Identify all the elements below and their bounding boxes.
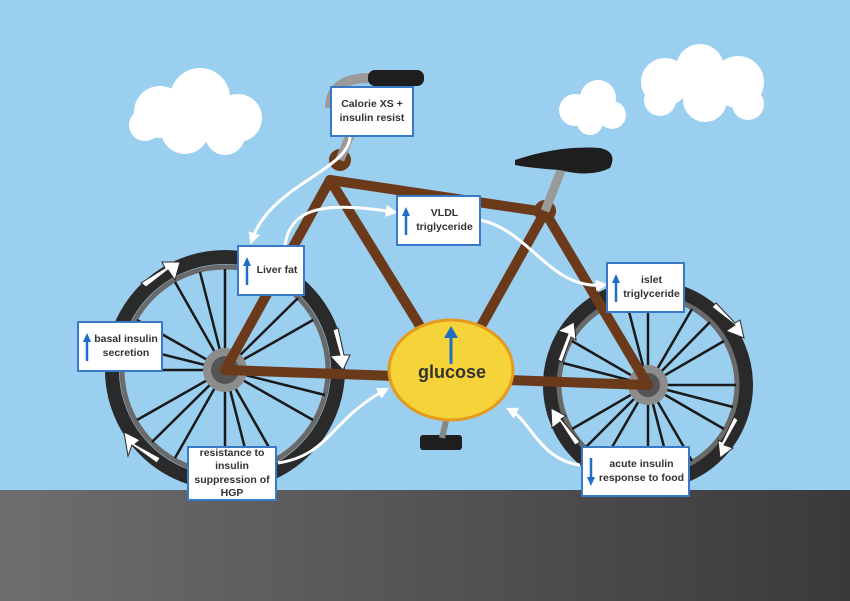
up-arrow-icon [83,332,91,361]
pedal [420,435,462,450]
islet-label: islet triglyceride [623,274,680,300]
cloud-icon [641,44,764,122]
acute-insulin-label: acute insulin response to food [598,458,685,484]
cloud-icon [559,80,626,135]
basal-insulin-box: basal insulin secretion [77,321,163,372]
down-arrow-icon [587,457,595,486]
islet-box: islet triglyceride [606,262,685,313]
calorie-box: Calorie XS + insulin resist [330,86,414,137]
liver-fat-label: Liver fat [256,263,298,276]
up-arrow-icon [444,326,458,364]
basal-insulin-label: basal insulin secretion [94,333,158,359]
glucose-circle [387,318,515,422]
liver-fat-box: Liver fat [237,245,305,296]
ground [0,490,850,601]
up-arrow-icon [243,256,251,285]
acute-insulin-box: acute insulin response to food [581,446,690,497]
up-arrow-icon [402,206,410,235]
cloud-icon [129,68,262,155]
resistance-label: resistance to insulin suppression of HGP [194,447,270,499]
vldl-box: VLDL triglyceride [396,195,481,246]
glucose-label: glucose [417,362,487,382]
seat [515,147,613,174]
vldl-label: VLDL triglyceride [416,207,473,233]
up-arrow-icon [612,273,620,302]
resistance-box: resistance to insulin suppression of HGP [187,446,277,501]
calorie-label: Calorie XS + insulin resist [339,98,405,124]
